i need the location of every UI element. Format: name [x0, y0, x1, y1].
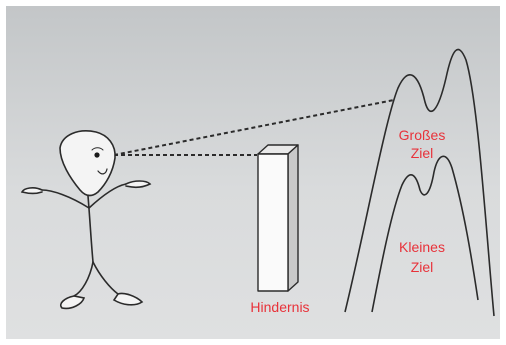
obstacle-label: Hindernis [250, 299, 309, 315]
obstacle-pillar [258, 145, 298, 291]
sight-line-to-big-target [114, 100, 394, 155]
stick-figure-observer [22, 131, 150, 309]
observer-head [60, 131, 115, 196]
observer-right-foot [114, 293, 142, 304]
small-target-mountain [372, 156, 478, 312]
observer-left-foot [61, 296, 84, 308]
big-target-label-line1: Großes [399, 127, 446, 143]
small-target-label-line2: Ziel [411, 259, 434, 275]
big-target-mountain [345, 50, 494, 316]
small-target-label-line1: Kleines [399, 239, 445, 255]
big-target-label-line2: Ziel [411, 145, 434, 161]
observer-eye [94, 152, 99, 157]
